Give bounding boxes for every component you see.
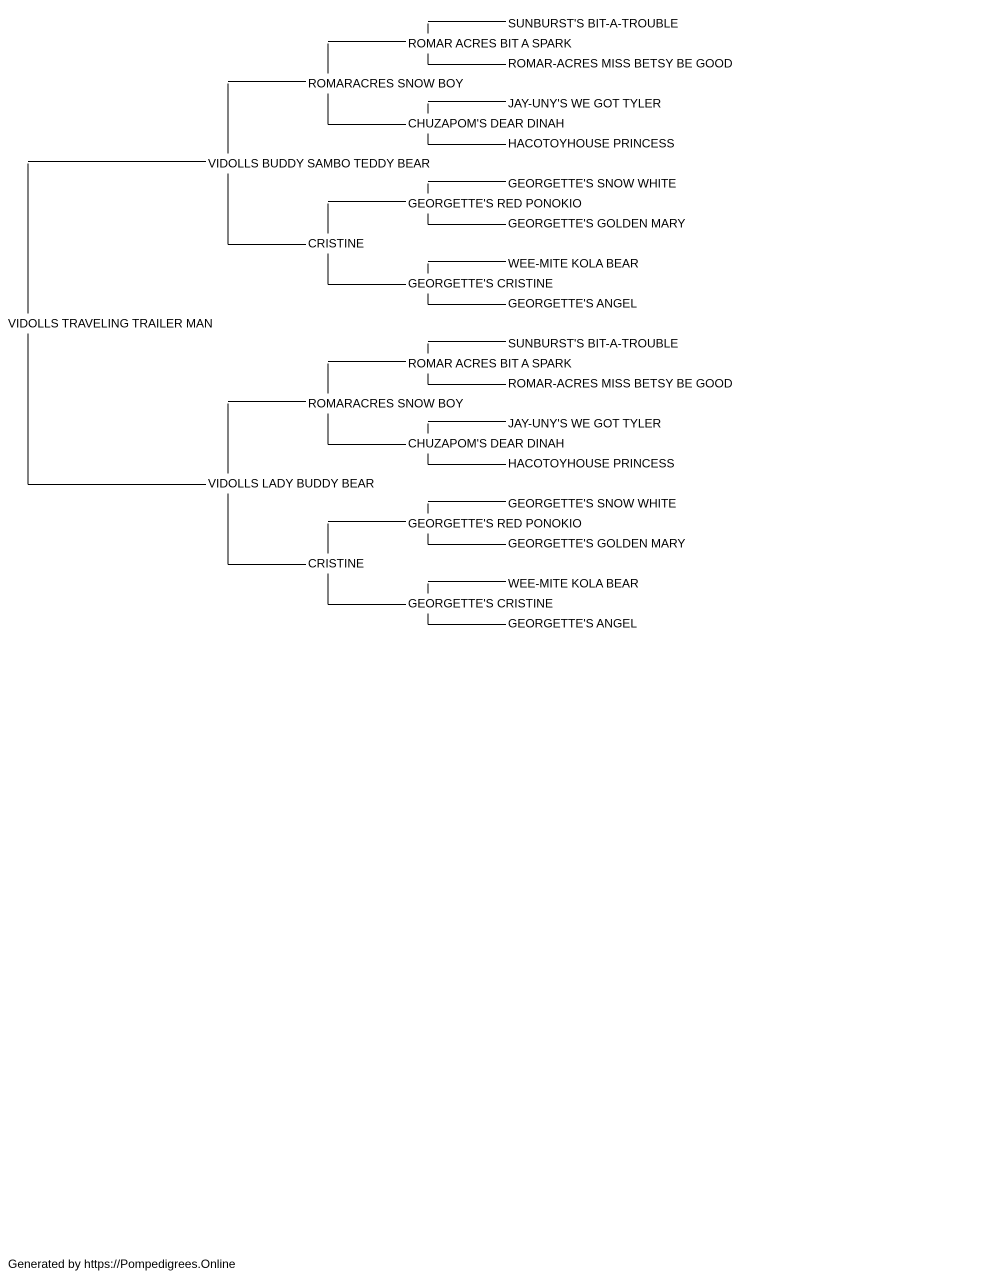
pedigree-name-gen2: ROMARACRES SNOW BOY bbox=[308, 397, 463, 411]
pedigree-name-gen1: VIDOLLS LADY BUDDY BEAR bbox=[208, 477, 375, 491]
pedigree-name-gen3: CHUZAPOM'S DEAR DINAH bbox=[408, 117, 564, 131]
pedigree-name-gen4: HACOTOYHOUSE PRINCESS bbox=[508, 137, 674, 151]
pedigree-name-gen4: JAY-UNY'S WE GOT TYLER bbox=[508, 97, 662, 111]
pedigree-name-gen3: GEORGETTE'S CRISTINE bbox=[408, 277, 553, 291]
pedigree-name-gen3: GEORGETTE'S CRISTINE bbox=[408, 597, 553, 611]
pedigree-name-gen2: CRISTINE bbox=[308, 237, 364, 251]
pedigree-name-gen3: GEORGETTE'S RED PONOKIO bbox=[408, 197, 582, 211]
pedigree-name-gen4: GEORGETTE'S GOLDEN MARY bbox=[508, 537, 685, 551]
pedigree-name-gen4: SUNBURST'S BIT-A-TROUBLE bbox=[508, 17, 678, 31]
pedigree-name-gen3: CHUZAPOM'S DEAR DINAH bbox=[408, 437, 564, 451]
pedigree-name-gen4: WEE-MITE KOLA BEAR bbox=[508, 257, 639, 271]
footer-credit: Generated by https://Pompedigrees.Online bbox=[8, 1257, 236, 1271]
pedigree-name-gen4: GEORGETTE'S ANGEL bbox=[508, 297, 637, 311]
pedigree-name-gen4: ROMAR-ACRES MISS BETSY BE GOOD bbox=[508, 57, 733, 71]
pedigree-name-gen4: GEORGETTE'S GOLDEN MARY bbox=[508, 217, 685, 231]
pedigree-name-gen4: ROMAR-ACRES MISS BETSY BE GOOD bbox=[508, 377, 733, 391]
pedigree-name-gen1: VIDOLLS BUDDY SAMBO TEDDY BEAR bbox=[208, 157, 430, 171]
pedigree-name-gen4: GEORGETTE'S SNOW WHITE bbox=[508, 497, 676, 511]
pedigree-name-gen4: SUNBURST'S BIT-A-TROUBLE bbox=[508, 337, 678, 351]
pedigree-name-gen4: GEORGETTE'S SNOW WHITE bbox=[508, 177, 676, 191]
pedigree-name-gen4: JAY-UNY'S WE GOT TYLER bbox=[508, 417, 662, 431]
pedigree-name-gen0: VIDOLLS TRAVELING TRAILER MAN bbox=[8, 317, 213, 331]
pedigree-name-gen4: HACOTOYHOUSE PRINCESS bbox=[508, 457, 674, 471]
pedigree-name-gen3: ROMAR ACRES BIT A SPARK bbox=[408, 37, 572, 51]
pedigree-name-gen4: WEE-MITE KOLA BEAR bbox=[508, 577, 639, 591]
pedigree-name-gen2: ROMARACRES SNOW BOY bbox=[308, 77, 463, 91]
pedigree-name-gen2: CRISTINE bbox=[308, 557, 364, 571]
pedigree-name-gen3: ROMAR ACRES BIT A SPARK bbox=[408, 357, 572, 371]
pedigree-name-gen3: GEORGETTE'S RED PONOKIO bbox=[408, 517, 582, 531]
pedigree-name-gen4: GEORGETTE'S ANGEL bbox=[508, 617, 637, 631]
